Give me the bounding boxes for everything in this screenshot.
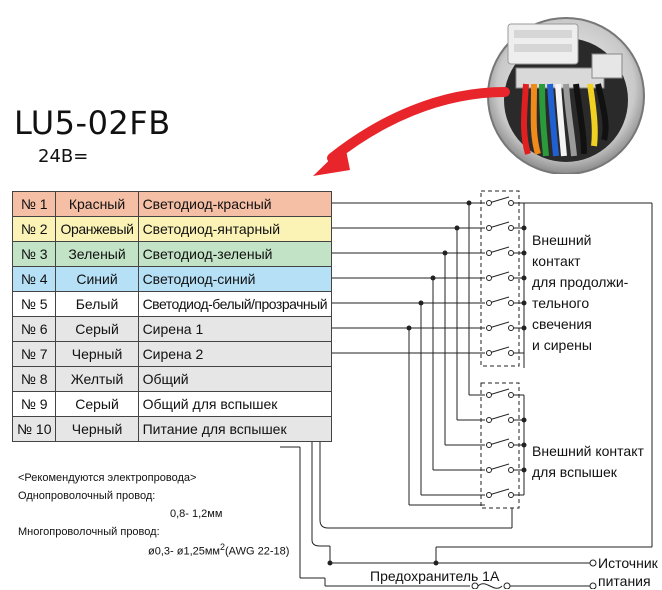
wire-number: № 5 <box>11 291 57 317</box>
contact-group-2-line: Внешний контакт <box>532 443 644 459</box>
wire-color-name: Белый <box>55 291 139 317</box>
wire-color-name: Серый <box>55 391 139 417</box>
single-wire-label: Однопроволочный провод: <box>18 490 156 502</box>
contact-group-1-line: и сирены <box>532 337 592 353</box>
red-arrow-head <box>313 145 350 176</box>
wire-function: Светодиод-красный <box>137 191 333 217</box>
wire-function: Общий для вспышек <box>137 391 333 417</box>
wire-function: Общий <box>137 366 333 392</box>
contact-group-1-line: контакт <box>532 253 581 269</box>
wire-color-name: Желтый <box>55 366 139 392</box>
wire-color-name: Черный <box>55 341 139 367</box>
model-title: LU5-02FB <box>14 104 171 142</box>
contact-group-1-line: тельного <box>532 295 590 311</box>
wire-number: № 4 <box>11 266 57 292</box>
wire-function: Сирена 2 <box>137 341 333 367</box>
wire-number: № 1 <box>11 191 57 217</box>
wire-function: Сирена 1 <box>137 316 333 342</box>
voltage-label: 24В= <box>38 146 89 167</box>
wire-number: № 2 <box>11 216 57 242</box>
multi-wire-label: Многопроволочный провод: <box>18 526 160 538</box>
power-label-line-1: Источник <box>598 555 658 571</box>
wire-number: № 3 <box>11 241 57 267</box>
multi-wire-awg: (AWG 22-18) <box>225 545 290 558</box>
contact-group-2-line: для вспышек <box>532 464 617 480</box>
contact-group-1-line: Внешний <box>532 232 592 248</box>
recommended-note: <Рекомендуются электропровода> <box>18 472 197 484</box>
wire-function: Светодиод-зеленый <box>137 241 333 267</box>
red-arrow <box>327 87 510 163</box>
multi-wire-range: ø0,3- ø1,25мм <box>148 545 220 558</box>
wire-color-name: Красный <box>55 191 139 217</box>
contact-group-2-label: Внешний контакт для вспышек <box>532 441 644 483</box>
contact-group-1-label: Внешний контакт для продолжи- тельного с… <box>532 230 628 356</box>
wire-bundle <box>521 83 609 157</box>
wire-color-name: Зеленый <box>55 241 139 267</box>
wire-color-name: Оранжевый <box>55 216 139 242</box>
wire-function: Светодиод-белый/прозрачный <box>137 291 333 317</box>
multi-wire-unit-sup: 2 <box>219 542 225 552</box>
wire-number: № 10 <box>11 416 57 442</box>
power-source-label: Источник питания <box>598 554 658 590</box>
wire-color-name: Черный <box>55 416 139 442</box>
connector-photo <box>472 14 652 179</box>
wire-function: Светодиод-янтарный <box>137 216 333 242</box>
wire-number: № 7 <box>11 341 57 367</box>
wire-number: № 6 <box>11 316 57 342</box>
contact-group-1-line: свечения <box>532 316 592 332</box>
wire-number: № 8 <box>11 366 57 392</box>
switch-group-2 <box>486 388 514 498</box>
power-label-line-2: питания <box>598 573 651 589</box>
multi-wire-value: ø0,3- ø1,25мм2(AWG 22-18) <box>148 542 289 558</box>
switch-group-1 <box>486 196 514 356</box>
wire-color-name: Серый <box>55 316 139 342</box>
contact-group-1-line: для продолжи- <box>532 274 629 290</box>
wire-color-name: Синий <box>55 266 139 292</box>
single-wire-value: 0,8- 1,2мм <box>170 508 223 520</box>
wire-function: Светодиод-синий <box>137 266 333 292</box>
wire-function: Питание для вспышек <box>137 416 333 442</box>
wire-number: № 9 <box>11 391 57 417</box>
fuse-label: Предохранитель 1А <box>370 568 500 584</box>
